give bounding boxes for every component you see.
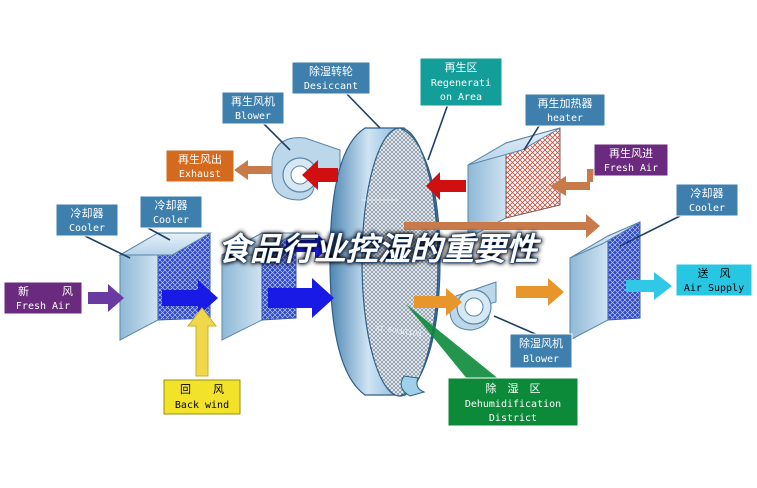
cooler-mid-en: Cooler (153, 215, 189, 226)
fresh-air-zh2: 风 (62, 285, 73, 298)
label-air-supply: 送 风 Air Supply (675, 263, 753, 297)
dehum-district-zh: 除 湿 区 (486, 381, 541, 395)
dehum-district-pointer (406, 304, 500, 380)
page-title: 食品行业控湿的重要性 (218, 230, 542, 268)
desiccant-wheel: XT SOLUTION (329, 127, 441, 397)
regen-exhaust-arrow-1 (302, 160, 338, 190)
dehum-district-en1: Dehumidification (465, 399, 561, 410)
label-cooler-right: 冷却器 Cooler (675, 183, 739, 217)
back-wind-en: Back wind (175, 400, 229, 411)
label-desiccant: 除湿转轮 Desiccant (291, 61, 371, 95)
exhaust-en: Exhaust (179, 169, 221, 180)
supply-arrow-1 (162, 280, 218, 316)
air-supply-arrow (626, 272, 672, 300)
label-dehum-district: 除 湿 区 Dehumidification District (447, 377, 579, 427)
regen-heater-unit (467, 127, 561, 239)
desiccant-en: Desiccant (304, 81, 358, 92)
fresh-air-zh1: 新 (18, 284, 29, 298)
desiccant-zh: 除湿转轮 (309, 64, 353, 78)
regen-return-arrow (426, 172, 466, 200)
air-supply-zh: 送 风 (698, 266, 731, 280)
label-cooler-left: 冷却器 Cooler (55, 203, 119, 237)
dehum-arrow-2 (516, 278, 564, 306)
label-fresh-air: 新 风 Fresh Air (3, 281, 83, 315)
cooler-left-en: Cooler (69, 223, 105, 234)
label-regen-fresh-air: 再生风进 Fresh Air (593, 143, 669, 177)
cooler-right-unit (569, 221, 641, 341)
dehum-blower-fan (449, 281, 497, 331)
label-back-wind: 回 风 Back wind (163, 379, 241, 415)
regen-blower-zh: 再生风机 (231, 94, 275, 108)
regen-blower-en: Blower (235, 111, 271, 122)
dehum-blower-en: Blower (523, 354, 559, 365)
cooler-right-zh: 冷却器 (691, 187, 724, 200)
regen-fresh-air-arrow (550, 176, 590, 196)
leader-lines (84, 90, 689, 337)
label-regen-blower: 再生风机 Blower (221, 91, 285, 125)
air-supply-en: Air Supply (684, 283, 744, 294)
back-wind-arrow (186, 307, 218, 377)
fresh-air-arrow (88, 284, 124, 312)
regen-area-en2: on Area (440, 92, 482, 103)
regen-blower-fan (271, 137, 341, 201)
exhaust-arrow (234, 160, 272, 180)
regen-fresh-air-zh: 再生风进 (609, 146, 653, 160)
cooler-left-zh: 冷却器 (71, 207, 104, 220)
label-dehum-blower: 除湿风机 Blower (509, 333, 573, 369)
regen-bypass-arrow (404, 214, 600, 238)
supply-arrow-2 (268, 278, 334, 318)
label-cooler-mid: 冷却器 Cooler (139, 195, 203, 229)
fresh-air-en: Fresh Air (16, 301, 70, 312)
cooler-mid-zh: 冷却器 (155, 199, 188, 212)
regen-fresh-air-en: Fresh Air (604, 163, 658, 174)
regen-area-en1: Regenerati (431, 78, 491, 89)
regen-heater-zh: 再生加热器 (538, 96, 593, 110)
dehum-district-en2: District (489, 413, 537, 424)
supply-arrow-upper (286, 232, 330, 260)
cooler-right-en: Cooler (689, 203, 725, 214)
label-regen-heater: 再生加热器 heater (524, 93, 606, 127)
dehum-arrow-1 (414, 288, 462, 316)
regen-area-zh: 再生区 (445, 60, 478, 74)
back-wind-zh: 回 风 (180, 383, 224, 396)
wheel-rotation-arrow (400, 375, 426, 397)
dehum-blower-zh: 除湿风机 (519, 336, 563, 350)
exhaust-zh: 再生风出 (178, 152, 222, 166)
label-exhaust: 再生风出 Exhaust (165, 149, 235, 183)
regen-heater-en: heater (547, 113, 583, 124)
label-regen-area: 再生区 Regenerati on Area (419, 57, 503, 107)
